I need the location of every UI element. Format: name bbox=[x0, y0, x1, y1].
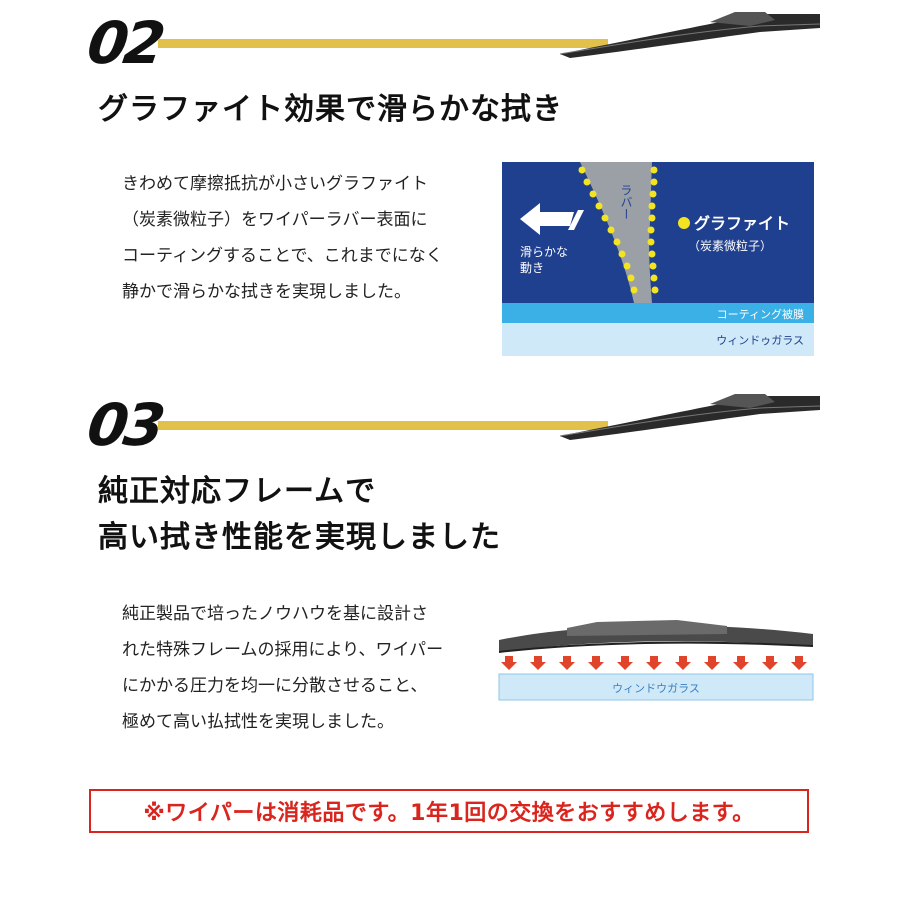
accent-bar bbox=[158, 39, 608, 48]
body-line: れた特殊フレームの採用により、ワイパー bbox=[122, 640, 444, 660]
wiper-frame-icon bbox=[498, 620, 814, 653]
motion-label-1: 滑らかな bbox=[520, 245, 568, 259]
motion-arrow-icon bbox=[520, 203, 584, 235]
section3-heading-line2: 高い拭き性能を実現しました bbox=[98, 520, 501, 555]
replacement-notice: ※ワイパーは消耗品です。1年1回の交換をおすすめします。 bbox=[89, 789, 809, 833]
pressure-arrows bbox=[501, 656, 807, 670]
graphite-label: グラファイト bbox=[694, 214, 790, 233]
body-line: 静かで滑らかな拭きを実現しました。 bbox=[122, 282, 411, 302]
wiper-blade-icon bbox=[560, 12, 820, 58]
graphite-dot-icon bbox=[678, 217, 690, 229]
graphite-dots-right bbox=[647, 166, 659, 294]
body-line: 純正製品で培ったノウハウを基に設計さ bbox=[122, 604, 428, 624]
coating-label: コーティング被膜 bbox=[717, 307, 804, 321]
accent-bar bbox=[158, 421, 608, 430]
wiper-blade-icon bbox=[560, 394, 820, 440]
frame-pressure-diagram: ウィンドウガラス bbox=[498, 620, 814, 701]
section-number-02: 02 bbox=[83, 9, 166, 77]
body-line: にかかる圧力を均一に分散させること、 bbox=[122, 676, 428, 696]
rubber-label: ラバー bbox=[619, 184, 633, 220]
section3-body: 純正製品で培ったノウハウを基に設計さ れた特殊フレームの採用により、ワイパー に… bbox=[122, 596, 443, 740]
body-line: きわめて摩擦抵抗が小さいグラファイト bbox=[122, 174, 428, 194]
body-line: 極めて高い払拭性を実現しました。 bbox=[122, 712, 394, 732]
graphite-diagram: ラバー 滑らかな 動き グラファイト （炭素微粒子） コーティング被膜 ウィンド… bbox=[502, 162, 814, 356]
section3-heading-line1: 純正対応フレームで bbox=[98, 474, 377, 509]
body-line: コーティングすることで、これまでになく bbox=[122, 246, 443, 266]
glass-label: ウィンドウガラス bbox=[612, 682, 700, 695]
section-number-03: 03 bbox=[83, 391, 166, 459]
body-line: （炭素微粒子）をワイパーラバー表面に bbox=[122, 210, 428, 230]
glass-label: ウィンドゥガラス bbox=[716, 334, 804, 347]
motion-label-2: 動き bbox=[520, 261, 544, 275]
section2-heading: グラファイト効果で滑らかな拭き bbox=[98, 92, 563, 127]
graphite-dots-left bbox=[578, 166, 638, 294]
graphite-sub-label: （炭素微粒子） bbox=[688, 238, 772, 253]
section2-body: きわめて摩擦抵抗が小さいグラファイト （炭素微粒子）をワイパーラバー表面に コー… bbox=[122, 166, 443, 310]
